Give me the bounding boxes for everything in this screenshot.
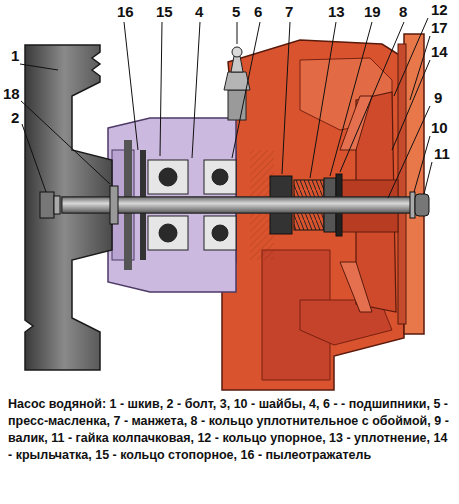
callout-number: 9	[433, 90, 443, 106]
callout-number: 6	[253, 4, 263, 20]
callout-number: 18	[2, 86, 21, 102]
callout-number: 15	[155, 4, 174, 20]
callout-number: 14	[430, 44, 449, 60]
callout-number: 19	[363, 4, 382, 20]
callout-number: 8	[398, 4, 408, 20]
callout-number: 4	[194, 4, 204, 20]
figure-caption: Насос водяной: 1 - шкив, 2 - болт, 3, 10…	[8, 396, 452, 464]
callout-number: 2	[10, 110, 20, 126]
callout-number: 7	[284, 4, 294, 20]
callout-number: 17	[430, 20, 449, 36]
callout-number: 5	[231, 4, 241, 20]
callout-number: 1	[10, 48, 20, 64]
callout-number: 13	[327, 4, 346, 20]
callout-number: 16	[116, 4, 135, 20]
callout-number: 12	[430, 2, 449, 18]
callout-number: 10	[430, 120, 449, 136]
callout-number: 11	[433, 146, 451, 162]
